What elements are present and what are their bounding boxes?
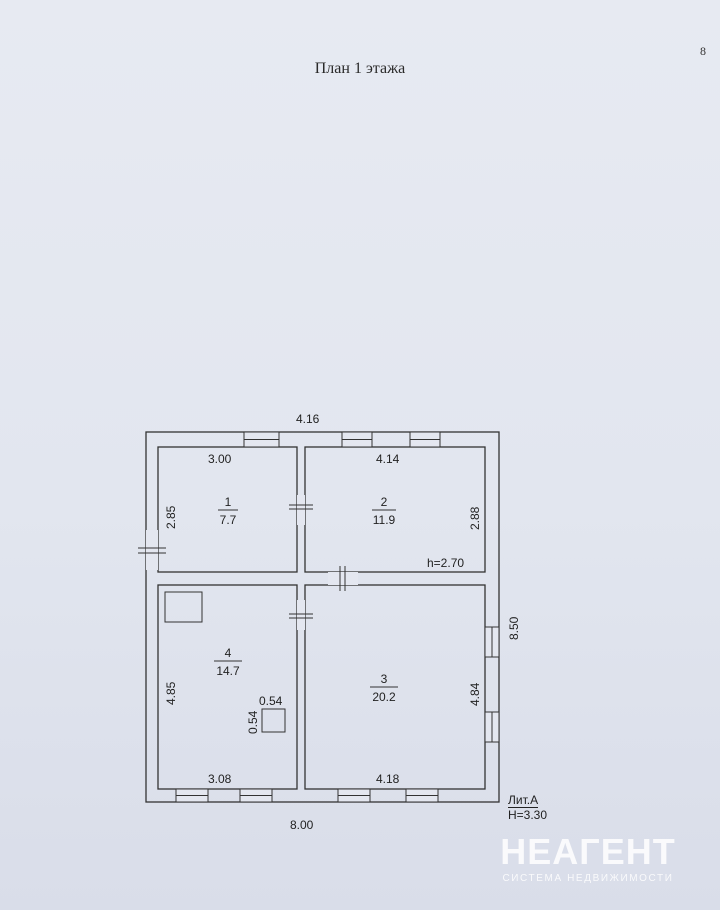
ceiling-height: h=2.70 bbox=[427, 556, 464, 570]
building-stamp: Лит.А H=3.30 bbox=[508, 793, 547, 822]
room-1-width: 3.00 bbox=[208, 452, 232, 466]
room-2-width: 4.14 bbox=[376, 452, 400, 466]
room-3-depth: 4.84 bbox=[468, 682, 482, 706]
room-1-depth: 2.85 bbox=[164, 505, 178, 529]
room-3-outline bbox=[304, 584, 486, 790]
window-top-3 bbox=[409, 431, 441, 448]
dim-overall-bottom: 8.00 bbox=[290, 818, 314, 832]
window-bottom-1 bbox=[175, 788, 209, 803]
entrance-door bbox=[138, 530, 166, 570]
door-4-3 bbox=[289, 600, 313, 630]
room-2-number: 2 bbox=[381, 495, 388, 509]
room-4-area: 14.7 bbox=[216, 664, 240, 678]
room-4-number: 4 bbox=[225, 646, 232, 660]
window-top-1 bbox=[243, 431, 280, 448]
door-1-2 bbox=[289, 495, 313, 525]
building-height: H=3.30 bbox=[508, 808, 548, 822]
window-bottom-3 bbox=[337, 788, 371, 803]
room-1-area: 7.7 bbox=[220, 513, 237, 527]
stove-symbol bbox=[164, 591, 203, 623]
building-letter: Лит.А bbox=[508, 793, 539, 808]
column-width: 0.54 bbox=[259, 694, 283, 708]
watermark-logo: НЕАГЕНТ bbox=[500, 831, 676, 872]
window-bottom-2 bbox=[239, 788, 273, 803]
column-symbol bbox=[261, 708, 286, 733]
window-right-1 bbox=[484, 626, 500, 658]
page-number: 8 bbox=[700, 44, 706, 58]
window-top-2 bbox=[341, 431, 373, 448]
room-2-area: 11.9 bbox=[373, 513, 396, 527]
room-4-depth: 4.85 bbox=[164, 681, 178, 705]
watermark-subtitle: СИСТЕМА НЕДВИЖИМОСТИ bbox=[502, 873, 674, 884]
door-2-3 bbox=[328, 566, 358, 591]
page-title: План 1 этажа bbox=[314, 60, 406, 77]
room-3-area: 20.2 bbox=[372, 690, 396, 704]
dim-overall-right: 8.50 bbox=[507, 616, 521, 640]
outer-wall-outline bbox=[145, 431, 500, 803]
room-3-width: 4.18 bbox=[376, 772, 400, 786]
column-depth: 0.54 bbox=[246, 710, 260, 734]
room-1-number: 1 bbox=[225, 495, 232, 509]
room-4-outline bbox=[157, 584, 298, 790]
window-bottom-4 bbox=[405, 788, 439, 803]
room-4-width: 3.08 bbox=[208, 772, 232, 786]
room-3-number: 3 bbox=[381, 672, 388, 686]
dim-overall-top: 4.16 bbox=[296, 412, 320, 426]
window-right-2 bbox=[484, 711, 500, 743]
watermark: НЕАГЕНТ СИСТЕМА НЕДВИЖИМОСТИ bbox=[488, 831, 688, 885]
room-2-depth: 2.88 bbox=[468, 506, 482, 530]
